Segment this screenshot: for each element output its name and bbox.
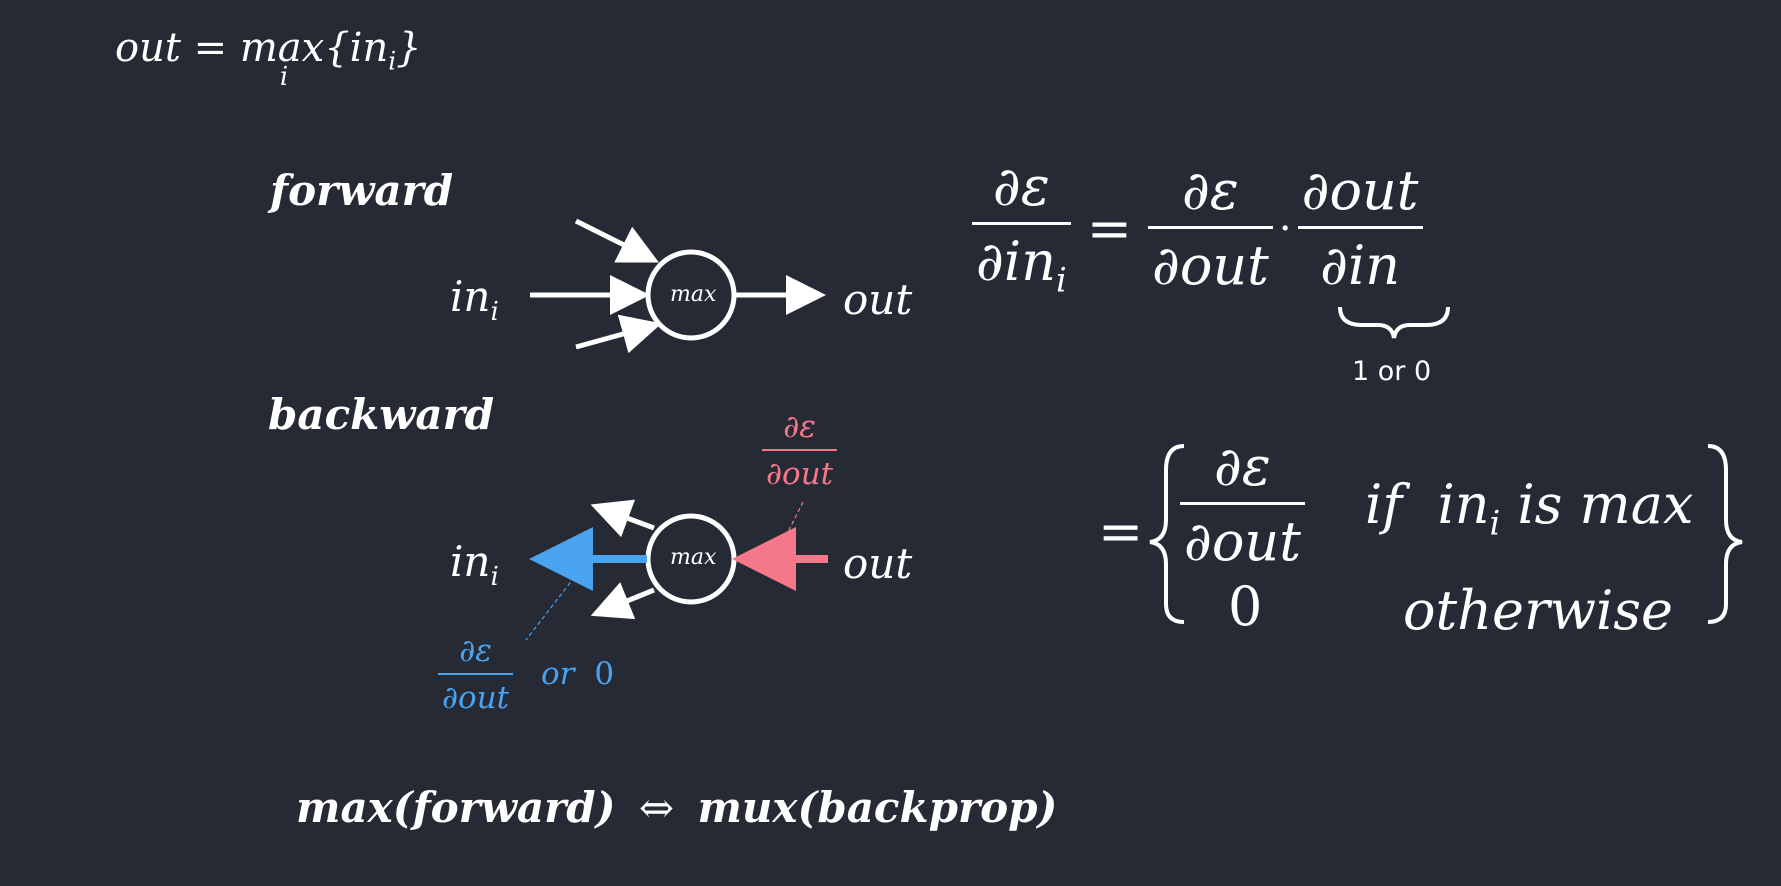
chain-term2-fraction: ∂out∂in: [1297, 164, 1423, 293]
definition-arg-subscript: i: [388, 46, 397, 76]
definition-max-subscript: i: [279, 62, 289, 92]
underbrace: [1338, 306, 1450, 339]
backward-branch-arrow-bottom: [590, 582, 655, 620]
in-grad-leader: [525, 565, 584, 641]
backward-node-label: max: [670, 545, 717, 570]
out-grad-label: ∂ε∂out: [762, 412, 838, 490]
summary-formula: max(forward) ⇔ mux(backprop): [296, 787, 1057, 829]
backward-input-label: ini: [450, 537, 499, 593]
forward-input-label: ini: [450, 272, 499, 328]
summary-iff-arrow: ⇔: [638, 783, 675, 832]
cases-fraction: ∂ε∂out: [1180, 440, 1305, 569]
definition-max-operator: max: [239, 25, 325, 71]
chain-lhs-fraction: ∂ε ∂ini: [972, 160, 1071, 297]
out-grad-leader: [777, 501, 804, 553]
backward-output-label: out: [843, 539, 913, 588]
cases-right-brace: [1707, 444, 1743, 624]
definition-formula: out = max i {ini}: [115, 25, 422, 90]
chain-dot: ·: [1278, 205, 1292, 252]
cases-zero: 0: [1228, 575, 1263, 638]
backward-branch-arrow-top: [590, 499, 655, 538]
forward-label: forward: [270, 166, 454, 215]
forward-input-arrow-top: [574, 218, 659, 263]
cases-condition-2: otherwise: [1403, 579, 1673, 642]
cases-left-brace: [1149, 444, 1185, 624]
forward-input-arrow-bottom: [575, 314, 662, 354]
cases-equals: =: [1098, 500, 1144, 563]
chain-equals: =: [1086, 196, 1132, 260]
summary-right: mux(backprop): [697, 783, 1058, 832]
definition-equals: =: [193, 25, 228, 71]
backward-graph: [525, 499, 828, 641]
cases-condition-1: if ini is max: [1365, 473, 1694, 543]
forward-graph: [530, 218, 826, 354]
definition-arg-close: }: [396, 25, 422, 71]
forward-output-label: out: [843, 275, 913, 324]
brace-note: 1 or 0: [1352, 356, 1432, 387]
in-grad-label: ∂ε∂out or 0: [438, 636, 614, 714]
summary-left: max(forward): [296, 783, 616, 832]
definition-arg: {in: [324, 25, 389, 71]
definition-lhs: out: [115, 25, 181, 71]
backward-label: backward: [268, 390, 495, 439]
chain-rule: ∂ε ∂ini = ∂ε∂out · ∂out∂in: [972, 160, 1423, 297]
chain-term1-fraction: ∂ε∂out: [1147, 164, 1273, 293]
forward-node-label: max: [670, 282, 717, 307]
